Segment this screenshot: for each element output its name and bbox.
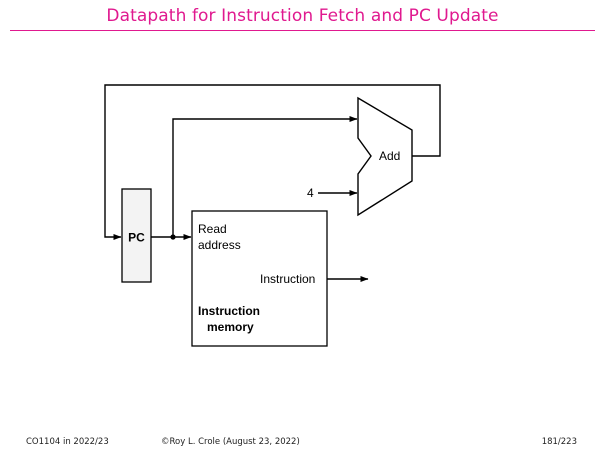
pc-label: PC [128,231,145,245]
footer-page-number: 181/223 [541,437,577,447]
adder-label: Add [379,149,400,163]
read-address-label-line-2: address [198,238,241,252]
footer-copyright: ©Roy L. Crole (August 23, 2022) [161,437,300,447]
read-address-label-line-1: Read [198,222,227,236]
instruction-memory-block [191,210,328,347]
footer-course: CO1104 in 2022/23 [26,437,109,447]
instruction-output-label: Instruction [260,272,315,286]
title-rule [10,30,595,31]
pc-register [121,188,152,283]
constant-four-label: 4 [307,186,314,200]
memory-title-line-1: Instruction [198,304,260,318]
adder-unit [357,96,413,217]
slide-title: Datapath for Instruction Fetch and PC Up… [106,6,499,26]
adder-to-pc-wire [104,84,441,240]
memory-title-line-2: memory [207,320,254,334]
pc-to-adder-wire [172,116,358,237]
